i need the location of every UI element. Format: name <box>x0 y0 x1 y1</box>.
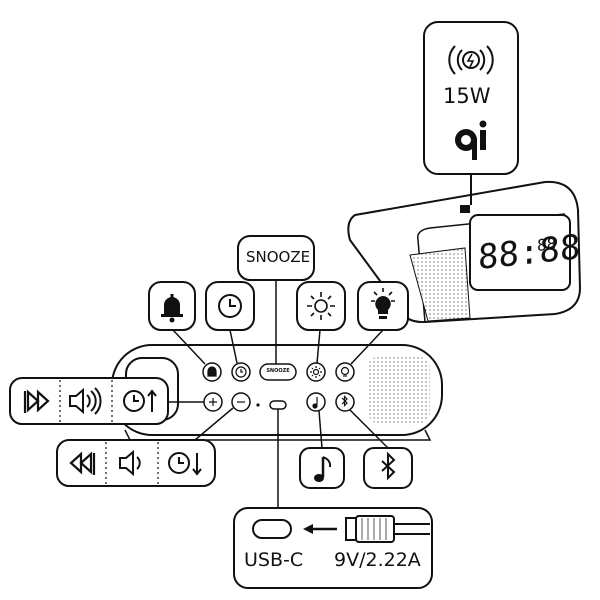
wireless-charging-callout <box>423 21 519 205</box>
bluetooth-icon <box>381 451 396 481</box>
clock-display <box>469 214 571 291</box>
alarm-bell-icon <box>161 294 183 323</box>
power-plug-icon <box>345 515 430 543</box>
snooze-callout <box>237 235 315 281</box>
rewind-volume-down-time-down-callout <box>56 439 216 487</box>
usb-c-port-icon <box>252 519 292 539</box>
usb-callout <box>233 507 433 589</box>
brightness-sun-icon <box>307 292 335 320</box>
volume-down-icon <box>119 449 141 477</box>
time-down-icon <box>168 452 202 476</box>
clock-display-small-digits: 88 <box>537 233 557 255</box>
usb-port-label: USB-C <box>244 549 304 571</box>
charging-pad-marker <box>460 205 470 213</box>
qi-logo-icon <box>455 120 487 160</box>
fast-forward-icon <box>23 389 50 413</box>
leader-lines <box>168 280 389 510</box>
lightbulb-icon <box>371 288 395 319</box>
device-button-glyphs <box>207 366 350 409</box>
snooze-callout-label: SNOOZE <box>246 248 311 266</box>
arrow-left-icon <box>303 524 337 534</box>
brightness-callout <box>296 281 346 331</box>
forward-volume-up-time-up-callout <box>9 377 169 425</box>
wireless-charging-icon <box>448 45 494 75</box>
usb-power-label: 9V/2.22A <box>334 549 421 571</box>
rewind-icon <box>69 451 96 475</box>
light-callout <box>357 281 409 331</box>
time-up-icon <box>123 389 157 412</box>
clock-icon <box>218 294 242 318</box>
alarm-callout <box>148 281 196 331</box>
music-callout <box>299 447 345 489</box>
bluetooth-callout <box>363 447 413 489</box>
music-note-icon <box>314 456 332 482</box>
charger-wattage-label: 15W <box>443 84 491 108</box>
snooze-button-label: SNOOZE <box>266 368 290 374</box>
clock-callout <box>205 281 255 331</box>
volume-up-icon <box>69 387 102 415</box>
